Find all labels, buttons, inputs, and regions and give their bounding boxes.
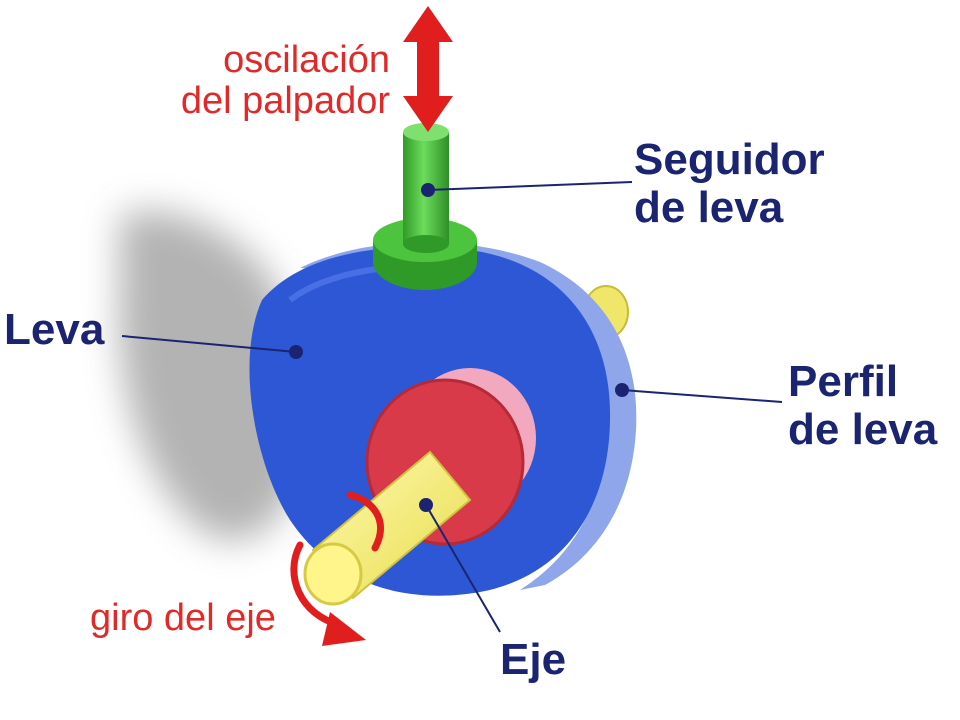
oscillation-label-line1: oscilación xyxy=(223,39,390,81)
cam-profile-label-line1: Perfil xyxy=(788,357,899,406)
shaft-end xyxy=(303,542,363,606)
follower-label: Seguidor de leva xyxy=(634,136,825,231)
cam-profile-label-line2: de leva xyxy=(788,404,938,454)
follower-label-line2: de leva xyxy=(634,182,784,232)
oscillation-label-line2: del palpador xyxy=(180,80,390,123)
follower-label-line1: Seguidor xyxy=(634,135,825,184)
cam-label: Leva xyxy=(4,305,105,354)
shaft-label: Eje xyxy=(500,635,567,684)
shaft-rotation-label: giro del eje xyxy=(90,597,276,639)
oscillation-label: oscilación del palpador xyxy=(140,39,390,123)
cam-shadow xyxy=(119,211,304,541)
leader-lines xyxy=(121,181,783,633)
follower-top xyxy=(403,123,449,141)
leader-dots xyxy=(289,183,629,512)
cam-profile-label: Perfil de leva xyxy=(788,358,937,453)
oscillation-arrow xyxy=(403,6,453,132)
